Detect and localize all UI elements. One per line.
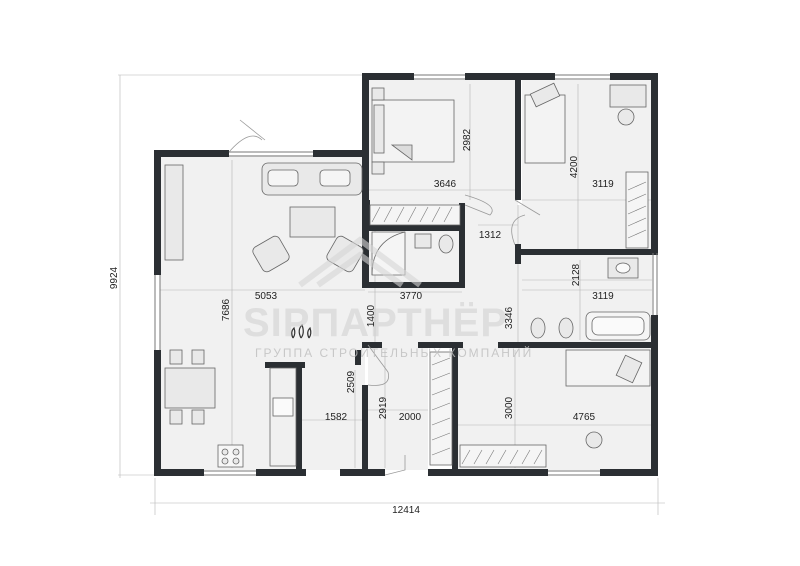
wardrobe-entry (429, 351, 453, 466)
hall-height-label: 1400 (366, 304, 377, 327)
stove (217, 444, 244, 468)
bedroom-3-height-label: 3000 (504, 396, 515, 419)
wardrobe-bedroom-3 (459, 444, 547, 468)
toilet-2 (530, 317, 546, 339)
corridor-width-label: 1312 (479, 230, 502, 241)
hall-floor (265, 285, 465, 345)
wardrobe-bedroom-1 (369, 204, 461, 226)
windows (154, 74, 658, 476)
utility-floor (300, 368, 362, 468)
bidet (558, 317, 574, 339)
corridor-height-label: 3346 (504, 306, 515, 329)
bathroom-2-height-label: 2128 (571, 263, 582, 286)
watermark-brand: SIPПАРТНЁР (243, 301, 508, 345)
kitchen-sink (272, 397, 294, 417)
bed-2 (524, 94, 566, 164)
dimension-lines (118, 74, 665, 515)
living-height-label: 7686 (221, 298, 232, 321)
coffee-table (289, 206, 336, 238)
bedroom-2-width-label: 3119 (592, 179, 614, 190)
armchair-1 (252, 235, 290, 273)
utility-height-label: 2509 (346, 370, 357, 393)
fireplace-icon (291, 323, 312, 339)
bedroom-2-height-label: 4200 (569, 155, 580, 178)
entry-height-label: 2919 (378, 396, 389, 419)
overall-height-label: 9924 (109, 266, 120, 289)
desk-2 (609, 84, 647, 108)
bathroom-1-width-label: 3770 (400, 291, 423, 302)
bedroom-3-width-label: 4765 (573, 412, 596, 423)
doors (228, 119, 541, 476)
wardrobe-living (164, 164, 184, 261)
entry-width-label: 2000 (399, 412, 422, 423)
bedroom-1-height-label: 2982 (462, 128, 473, 151)
utility-width-label: 1582 (325, 412, 348, 423)
entry-floor (368, 345, 428, 470)
bedroom-1-width-label: 3646 (434, 179, 457, 190)
watermark: SIPПАРТНЁР ГРУППА СТРОИТЕЛЬНЫХ КОМПАНИЙ (243, 236, 533, 360)
dining-table (164, 367, 216, 409)
kitchen-counter (269, 367, 297, 467)
walls (154, 73, 658, 476)
furniture (164, 82, 651, 468)
overall-width-label: 12414 (392, 505, 420, 516)
watermark-logo-icon (298, 236, 422, 288)
wardrobe-hatches (371, 181, 647, 465)
watermark-tagline: ГРУППА СТРОИТЕЛЬНЫХ КОМПАНИЙ (255, 345, 533, 360)
sink-1 (414, 233, 432, 249)
dimension-labels: 9924 12414 5053 7686 2982 3646 4200 3119… (109, 128, 614, 516)
living-width-label: 5053 (255, 291, 278, 302)
bed-1 (371, 99, 455, 163)
toilet-1 (438, 234, 454, 254)
bathroom-2-width-label: 3119 (592, 291, 614, 302)
